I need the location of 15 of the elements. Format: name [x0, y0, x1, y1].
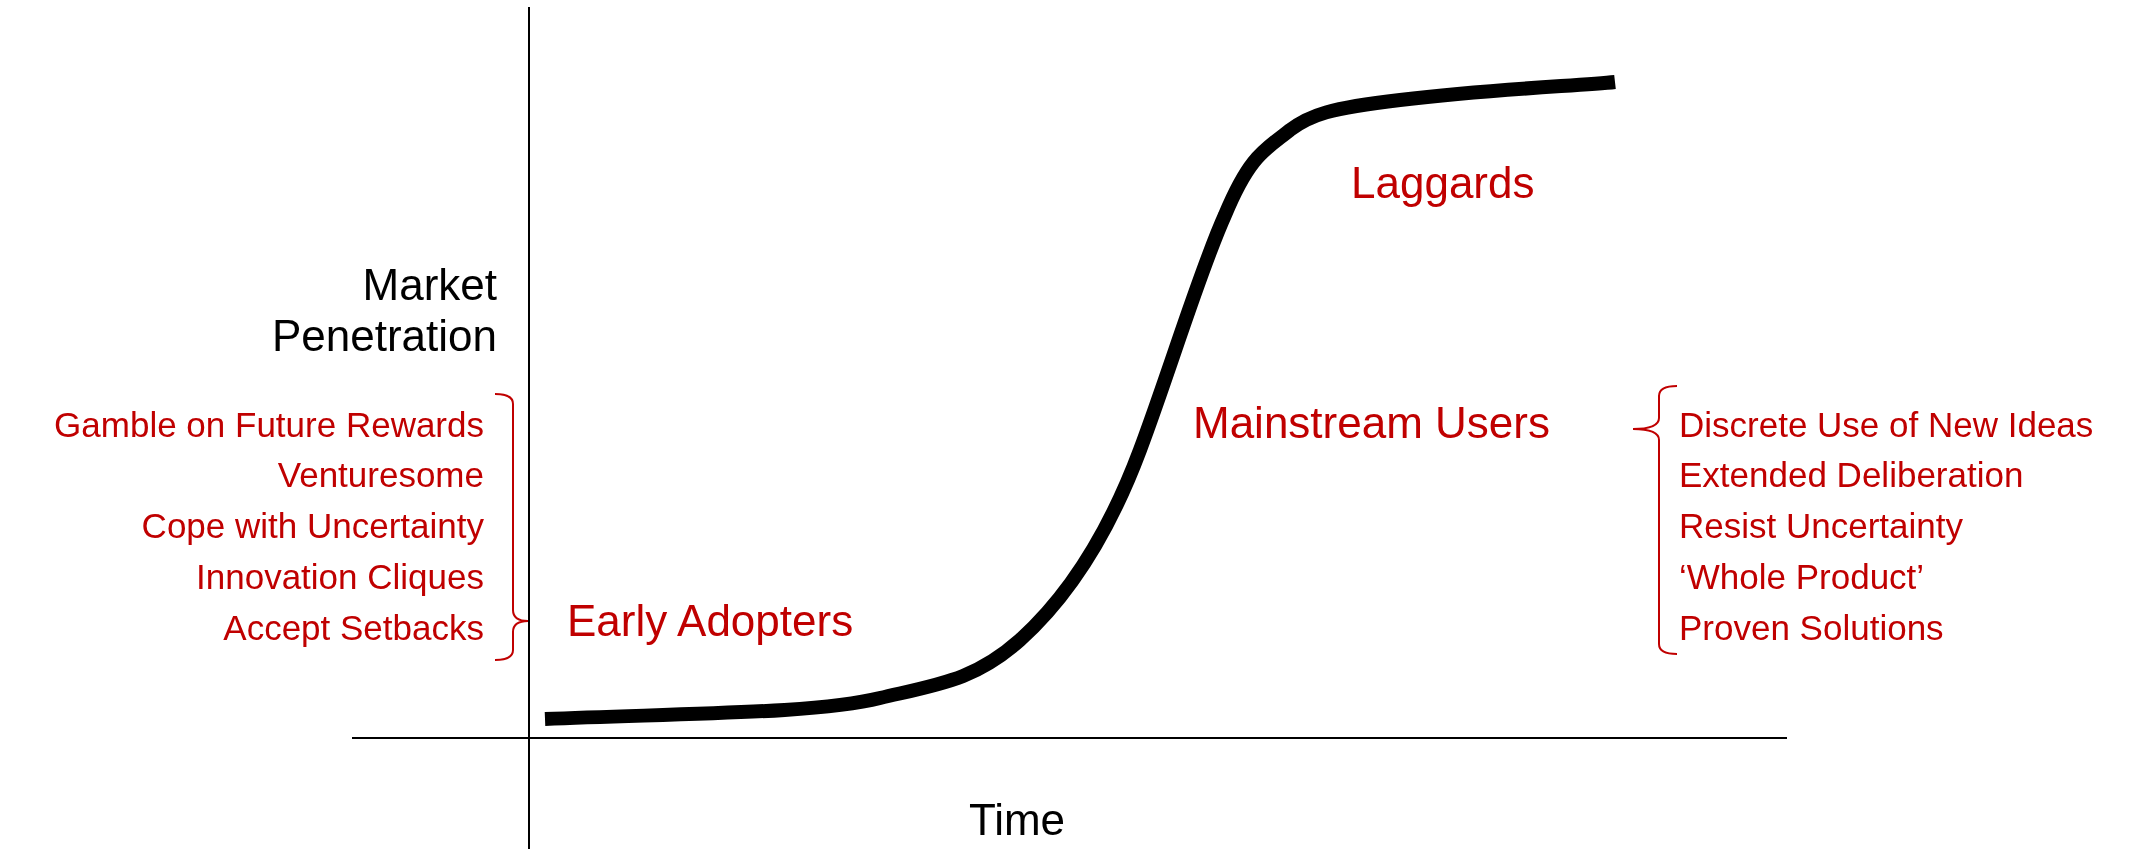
axis-label: Market Penetration	[270, 260, 497, 362]
trait-label: Cope with Uncertainty	[141, 505, 484, 547]
trait-label: ‘Whole Product’	[1679, 556, 1925, 598]
trait-label: Discrete Use of New Ideas	[1679, 404, 2094, 446]
trait-label: Extended Deliberation	[1679, 454, 2024, 496]
trait-label: Innovation Cliques	[196, 556, 484, 598]
category-label: Laggards	[1351, 157, 1535, 209]
trait-label: Venturesome	[277, 454, 484, 496]
trait-label: Accept Setbacks	[223, 607, 484, 649]
category-label: Early Adopters	[567, 595, 854, 647]
category-label: Mainstream Users	[1193, 397, 1550, 449]
axis-label: Time	[968, 794, 1066, 846]
trait-label: Resist Uncertainty	[1679, 505, 1963, 547]
trait-label: Gamble on Future Rewards	[54, 404, 484, 446]
trait-label: Proven Solutions	[1679, 607, 1944, 649]
